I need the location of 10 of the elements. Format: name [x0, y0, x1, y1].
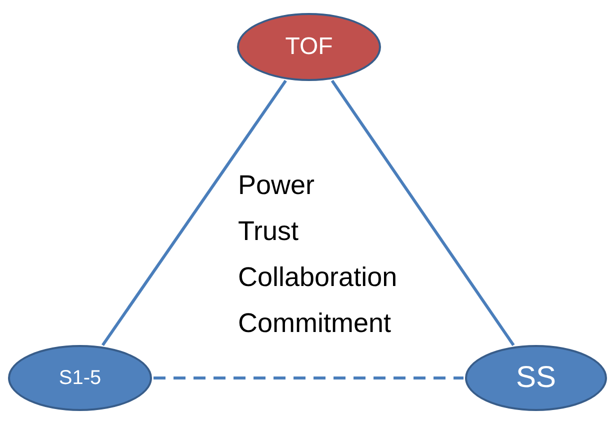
node-label: TOF — [285, 35, 333, 59]
connector-line — [154, 376, 464, 380]
node-label: SS — [516, 363, 556, 393]
concept-label: Commitment — [238, 307, 392, 340]
concept-label: Power — [238, 169, 316, 202]
node-label: S1-5 — [58, 368, 102, 388]
concept-label: Collaboration — [238, 261, 398, 294]
connector-line — [101, 80, 287, 346]
concept-label: Trust — [238, 215, 300, 248]
connector-line — [330, 80, 515, 346]
